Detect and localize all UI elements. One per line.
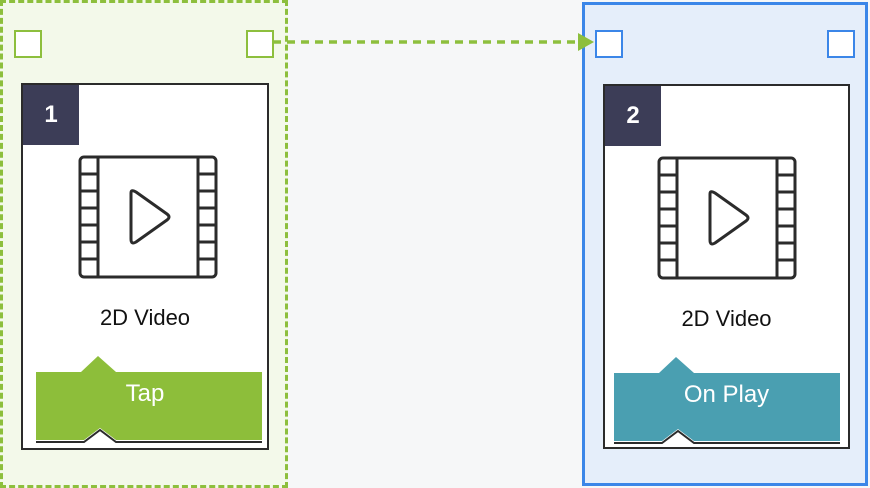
node-2-left-port[interactable]: [595, 30, 623, 58]
node-2-card[interactable]: 2 2D Video On Play: [603, 84, 850, 449]
node-2-trigger-shape: [614, 357, 840, 441]
node-2-trigger-block[interactable]: [614, 353, 840, 449]
node-group-1[interactable]: 1 2D Video Tap: [0, 0, 288, 488]
node-1-number-badge: 1: [23, 85, 79, 145]
video-play-icon: [78, 155, 218, 279]
video-play-icon: [657, 156, 797, 280]
node-1-trigger-shape: [36, 356, 262, 440]
arrowhead-icon: [578, 33, 594, 51]
node-2-title: 2D Video: [681, 306, 772, 331]
node-2-right-port[interactable]: [827, 30, 855, 58]
node-1-title: 2D Video: [99, 305, 191, 330]
node-1-card[interactable]: 1 2D Video Tap: [21, 83, 269, 450]
node-1-trigger-block[interactable]: [36, 352, 262, 448]
node-2-number-badge: 2: [605, 86, 661, 146]
node-1-right-port[interactable]: [246, 30, 274, 58]
node-1-left-port[interactable]: [14, 30, 42, 58]
node-group-2[interactable]: 2 2D Video On Play: [582, 2, 868, 486]
node-2-trigger-label: On Play: [683, 381, 770, 408]
node-1-trigger-label: Tap: [125, 380, 165, 407]
